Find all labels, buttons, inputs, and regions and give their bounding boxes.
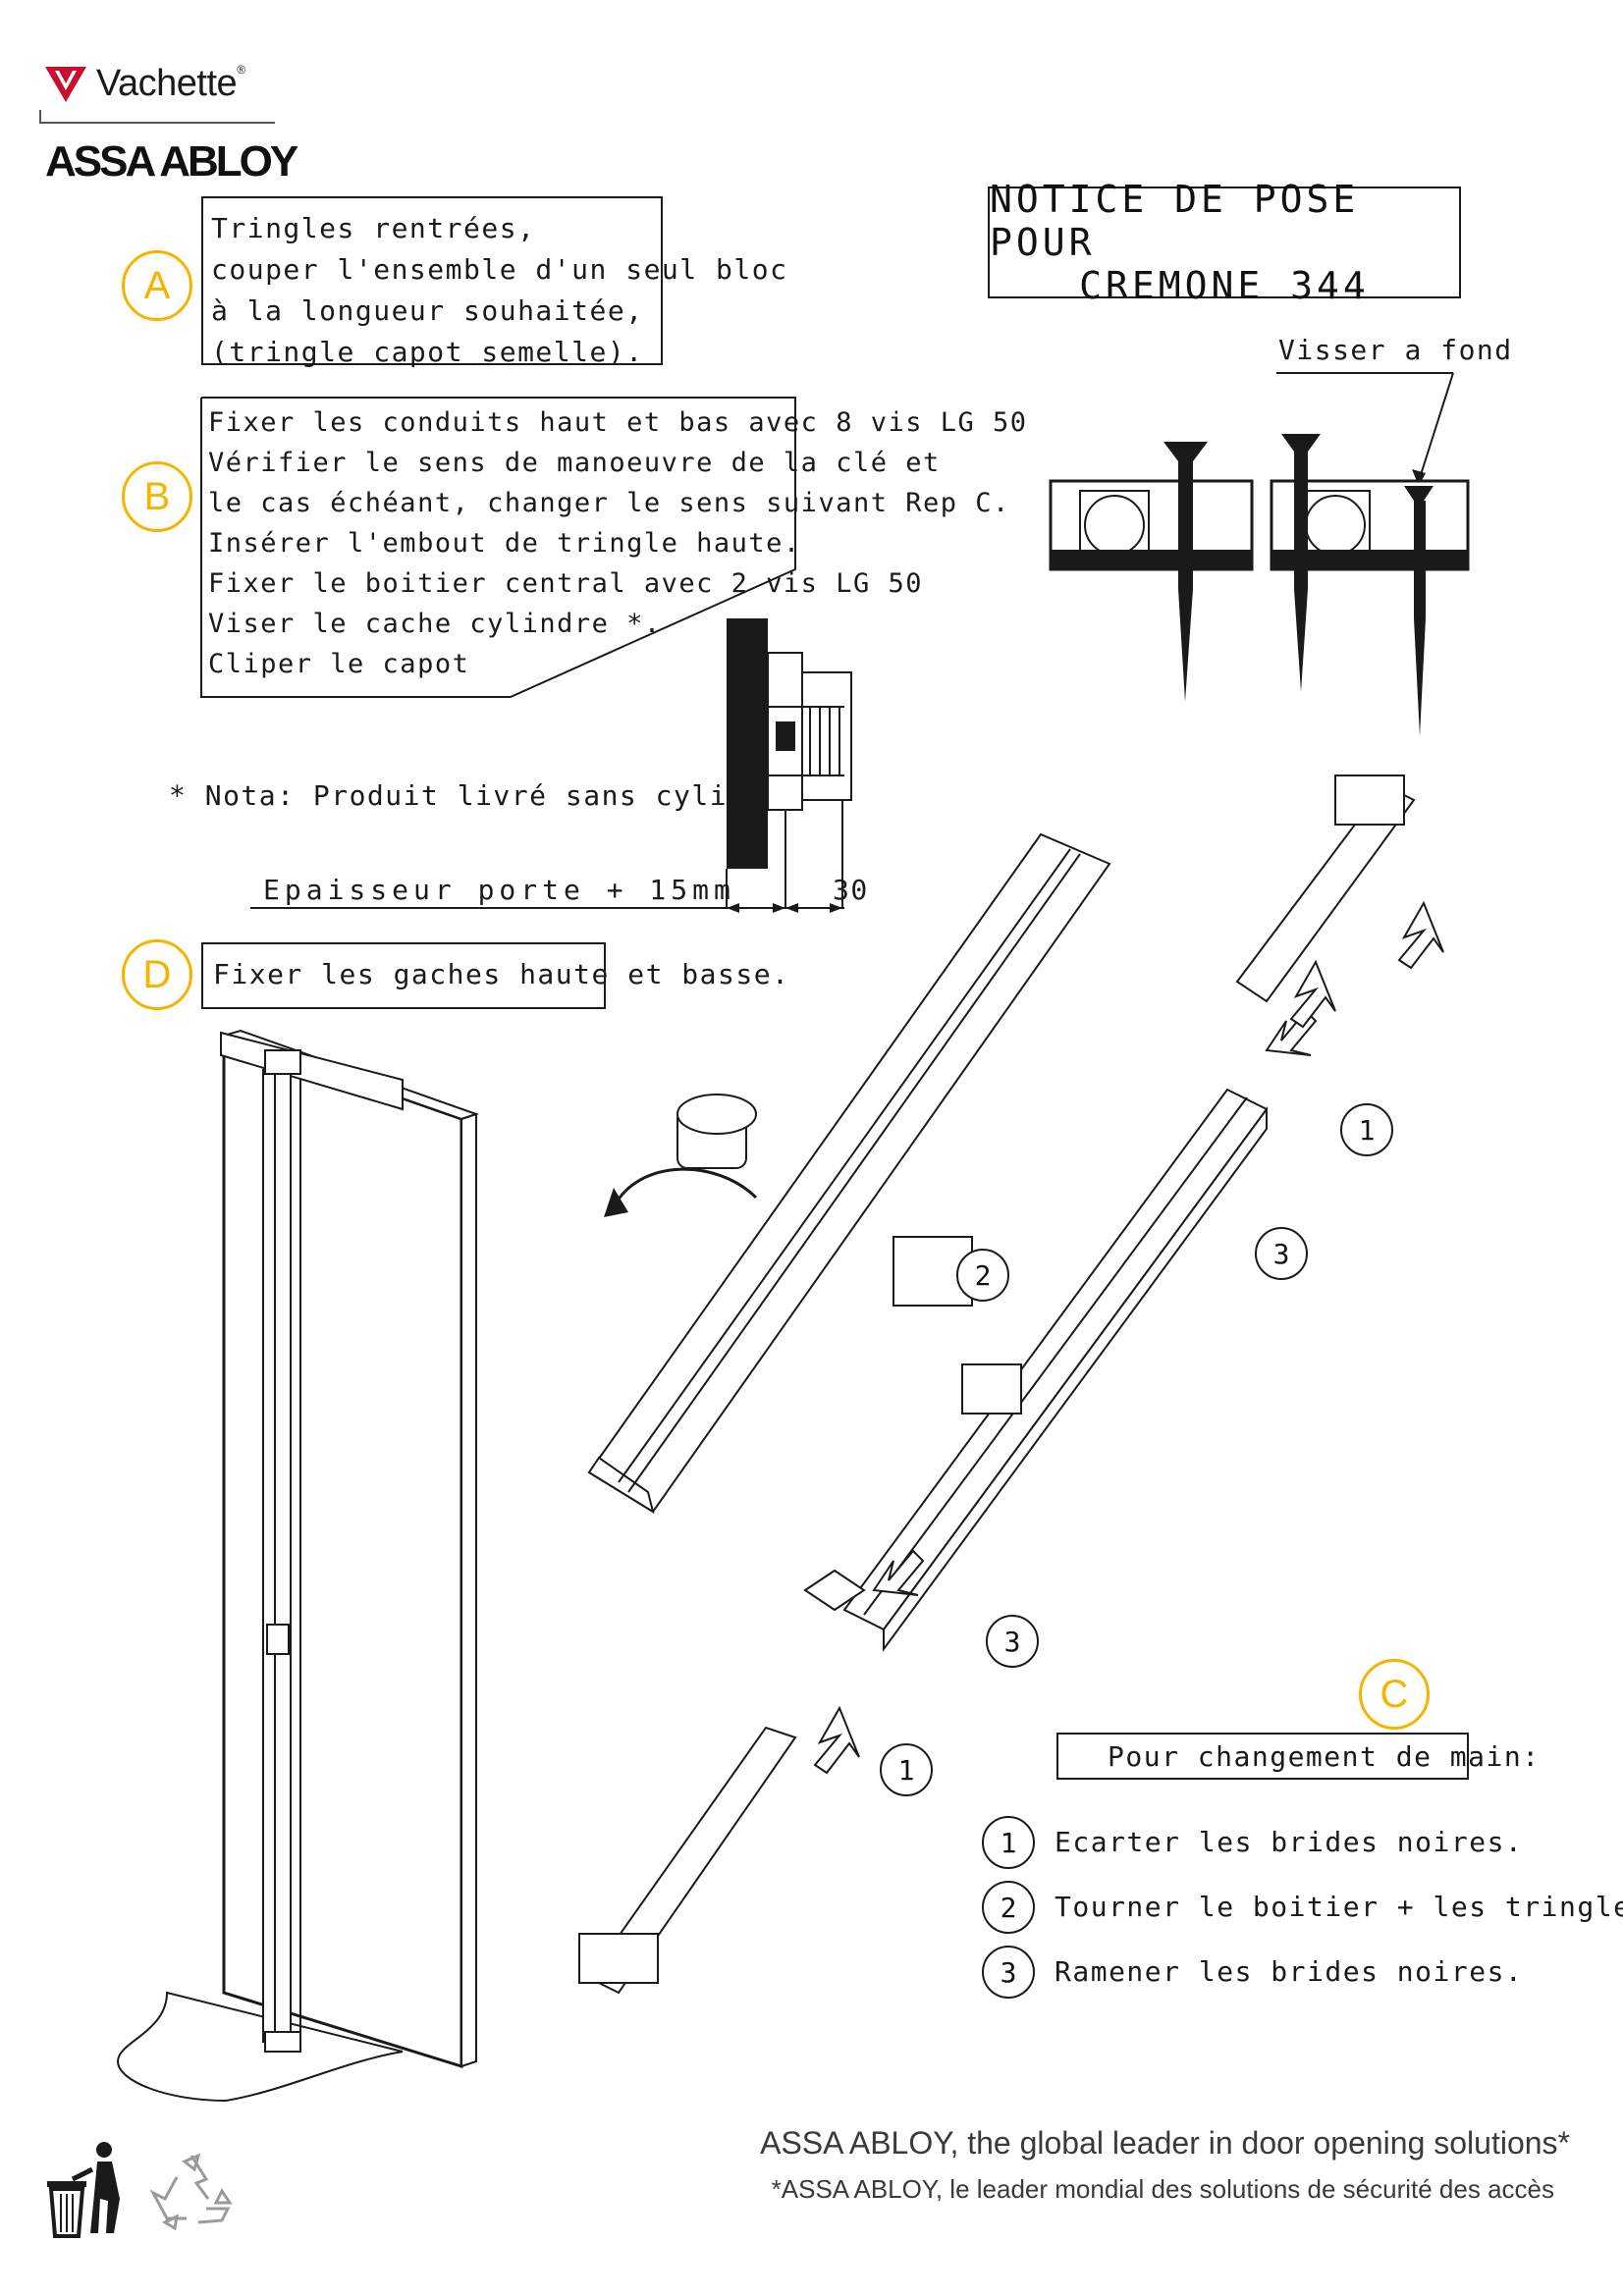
footer-slogan-fr: *ASSA ABLOY, le leader mondial des solut… bbox=[771, 2174, 1554, 2204]
callout-3b: 3 bbox=[986, 1615, 1039, 1668]
exploded-assembly-drawing bbox=[578, 774, 1444, 1995]
step-d-box: Fixer les gaches haute et basse. bbox=[201, 942, 788, 1009]
dimension-value: 30 bbox=[833, 874, 869, 906]
step-c-item-text: Tourner le boitier + les tringles. bbox=[1055, 1891, 1623, 1923]
callout-2: 2 bbox=[956, 1249, 1009, 1302]
step-b-line: Viser le cache cylindre *. bbox=[208, 609, 662, 639]
vachette-logo-icon bbox=[45, 67, 86, 102]
title-box: NOTICE DE POSE POUR CREMONE 344 bbox=[988, 178, 1461, 307]
step-c-item: 3 Ramener les brides noires. bbox=[982, 1946, 1523, 1999]
step-a-line: (tringle capot semelle). bbox=[211, 336, 644, 368]
step-d-marker: D bbox=[122, 939, 192, 1010]
step-b-line: le cas échéant, changer le sens suivant … bbox=[208, 488, 1010, 518]
logo-divider-tick bbox=[39, 110, 41, 124]
step-b-line: Insérer l'embout de tringle haute. bbox=[208, 528, 801, 559]
step-b-line: Fixer les conduits haut et bas avec 8 vi… bbox=[208, 407, 1028, 438]
vachette-logo: Vachette® bbox=[43, 61, 245, 106]
callout-1b: 1 bbox=[880, 1743, 933, 1796]
door-drawing bbox=[116, 1029, 480, 2103]
dimension-label: Epaisseur porte + 15mm bbox=[263, 874, 735, 906]
step-a-line: à la longueur souhaitée, bbox=[211, 294, 644, 327]
step-b-frame bbox=[200, 397, 796, 698]
title-line-2: CREMONE 344 bbox=[1079, 264, 1370, 307]
step-b-line: Fixer le boitier central avec 2 vis LG 5… bbox=[208, 568, 923, 599]
step-c-item-text: Ramener les brides noires. bbox=[1055, 1955, 1524, 1988]
recycle-icon bbox=[149, 2153, 233, 2231]
step-c-item-text: Ecarter les brides noires. bbox=[1055, 1826, 1524, 1858]
trash-bin-icon bbox=[47, 2142, 120, 2238]
step-c-item: 2 Tourner le boitier + les tringles. bbox=[982, 1881, 1623, 1934]
step-c-item-number: 3 bbox=[982, 1946, 1035, 1999]
step-a-line: Tringles rentrées, bbox=[211, 212, 536, 244]
footer-slogan-en: ASSA ABLOY, the global leader in door op… bbox=[760, 2125, 1570, 2161]
callout-3: 3 bbox=[1255, 1227, 1308, 1280]
visser-label: Visser a fond bbox=[1278, 334, 1513, 366]
step-c-item-number: 2 bbox=[982, 1881, 1035, 1934]
door-section-drawing bbox=[250, 618, 852, 913]
step-c-marker: C bbox=[1359, 1659, 1430, 1730]
step-c-title-box: Pour changement de main: bbox=[1056, 1733, 1539, 1780]
step-c-item-number: 1 bbox=[982, 1816, 1035, 1869]
step-a-box: Tringles rentrées, couper l'ensemble d'un… bbox=[201, 196, 788, 368]
callout-1: 1 bbox=[1340, 1103, 1393, 1156]
step-c-item: 1 Ecarter les brides noires. bbox=[982, 1816, 1523, 1869]
title-line-1: NOTICE DE POSE POUR bbox=[990, 178, 1360, 264]
logo-divider bbox=[39, 122, 275, 124]
vachette-wordmark: Vachette® bbox=[96, 62, 245, 104]
step-b-marker: B bbox=[122, 461, 192, 532]
step-b-line: Vérifier le sens de manoeuvre de la clé … bbox=[208, 448, 941, 478]
step-a-marker: A bbox=[122, 250, 192, 321]
screw-detail-drawing bbox=[1049, 372, 1470, 736]
step-b-line: Cliper le capot bbox=[208, 649, 470, 679]
step-b-text: Fixer les conduits haut et bas avec 8 vi… bbox=[208, 402, 1028, 684]
step-a-line: couper l'ensemble d'un seul bloc bbox=[211, 253, 788, 286]
